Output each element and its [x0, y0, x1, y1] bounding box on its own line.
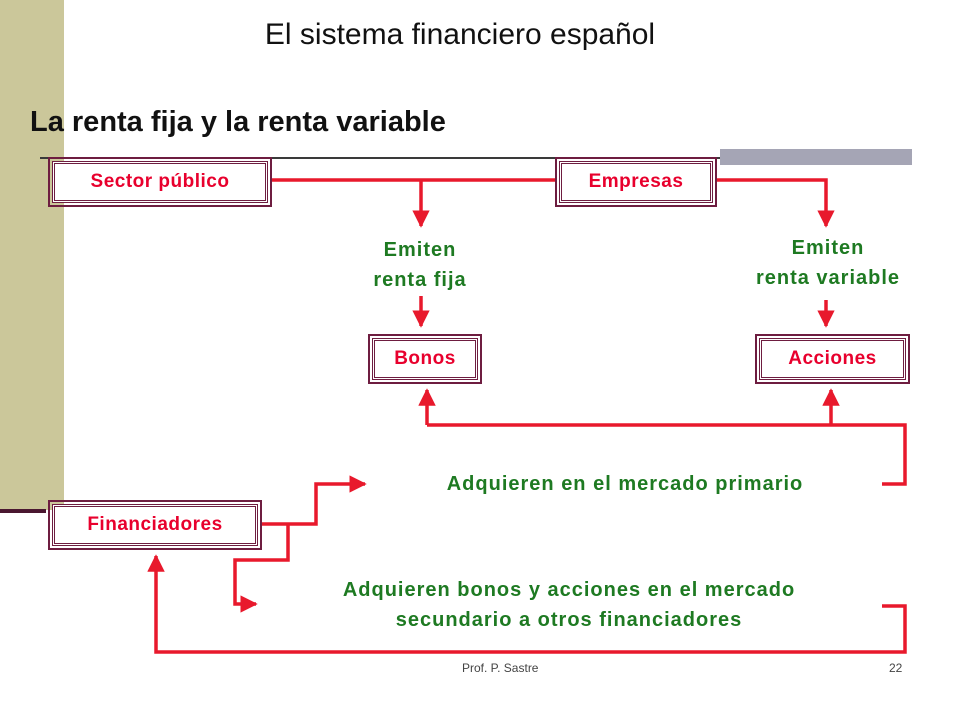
mercado-secundario-line-1: Adquieren bonos y acciones en el mercado [342, 579, 796, 601]
arrow-financiadores-to-secundario [233, 524, 290, 613]
empresas-box: Empresas [559, 161, 713, 203]
financiadores-frame [48, 500, 262, 550]
connector-empresas-right [716, 178, 835, 228]
slide-title: El sistema financiero español [264, 18, 656, 51]
footer-author: Prof. P. Sastre [462, 661, 539, 675]
mercado-primario-label: Adquieren en el mercado primario [446, 473, 804, 495]
arrow-financiadores-to-primario [262, 475, 367, 526]
title-divider [40, 157, 912, 159]
connector-secundario-return [147, 554, 907, 654]
mercado-secundario-label: Adquieren bonos y acciones en el mercado… [262, 575, 876, 635]
sector-publico-frame [48, 157, 272, 207]
emiten-variable-line-1: Emiten [791, 237, 865, 259]
emiten-variable-line-2: renta variable [755, 267, 901, 289]
slide-subtitle: La renta fija y la renta variable [30, 106, 446, 138]
emiten-fija-line-2: renta fija [373, 269, 467, 291]
mercado-secundario-line-2: secundario a otros financiadores [395, 609, 743, 631]
emiten-renta-variable-label: Emiten renta variable [718, 233, 938, 293]
bonos-frame [368, 334, 482, 384]
footer-page-number: 22 [889, 661, 903, 675]
bonos-box: Bonos [372, 338, 478, 380]
decorative-gray-bar [720, 149, 912, 165]
acciones-box: Acciones [759, 338, 906, 380]
acciones-frame [755, 334, 910, 384]
empresas-frame [555, 157, 717, 207]
sidebar-accent-tick [0, 509, 46, 513]
sector-publico-box: Sector público [52, 161, 268, 203]
emiten-renta-fija-label: Emiten renta fija [330, 235, 510, 295]
connector-primario-bracket [427, 423, 907, 486]
sidebar-accent-bar [0, 0, 64, 510]
financiadores-box: Financiadores [52, 504, 258, 546]
emiten-fija-line-1: Emiten [383, 239, 457, 261]
